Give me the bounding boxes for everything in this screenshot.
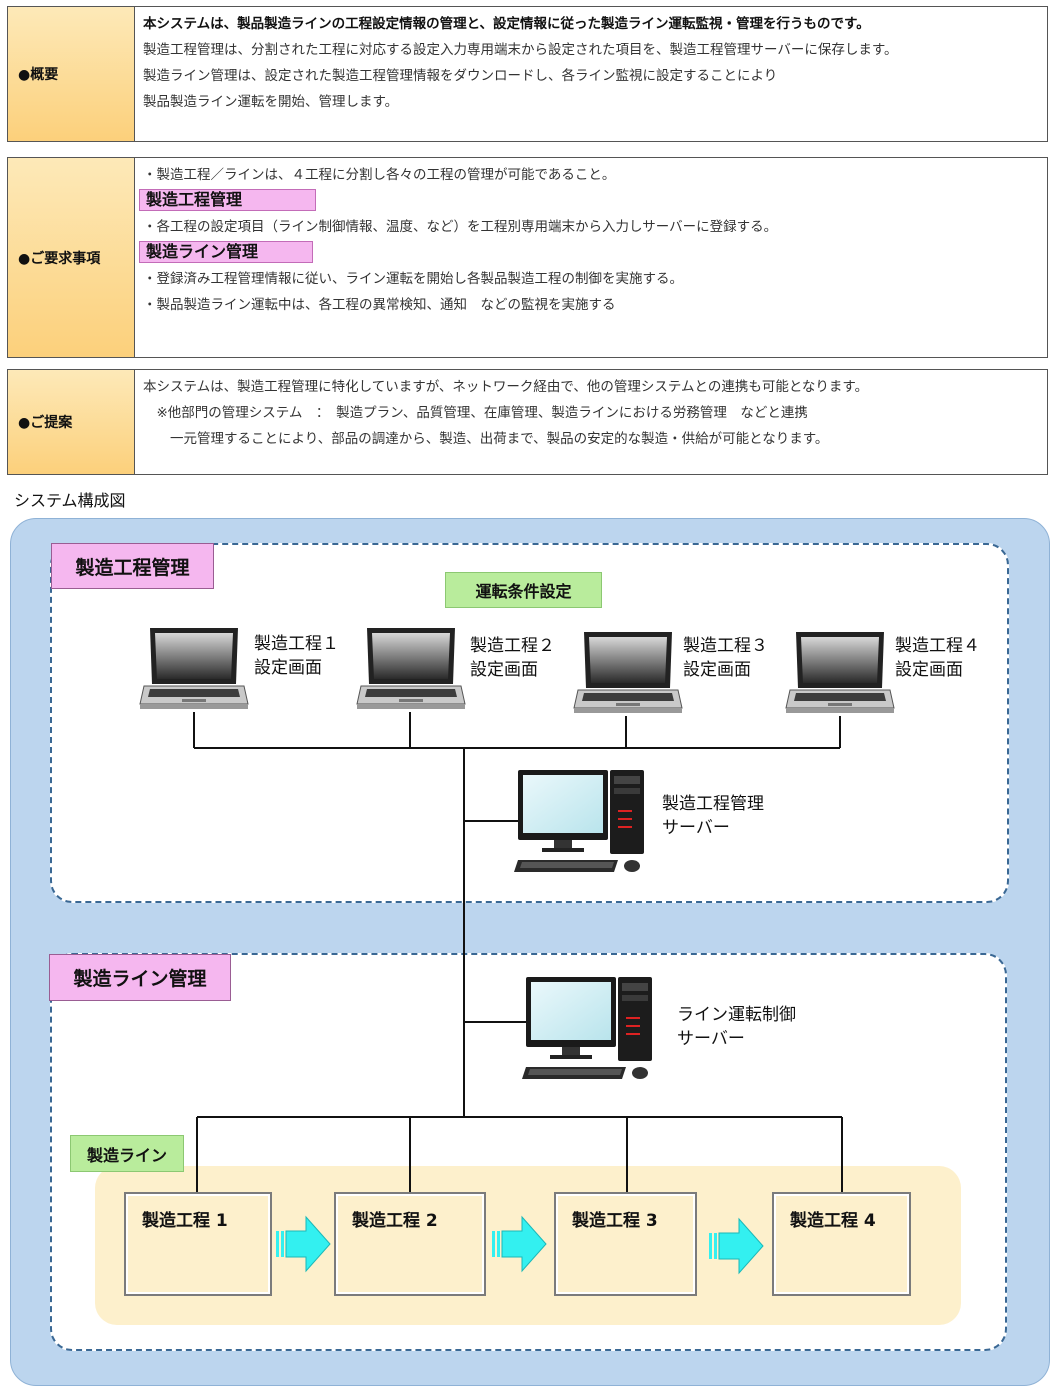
overview-line: 製造ライン管理は、設定された製造工程管理情報をダウンロードし、各ライン監視に設定…: [143, 68, 778, 84]
process-box: 製造工程 1: [124, 1192, 272, 1296]
line-server-caption-line2: サーバー: [677, 1029, 745, 1049]
requirements-body: ・製造工程／ラインは、４工程に分割し各々の工程の管理が可能であること。 製造工程…: [135, 158, 1047, 357]
requirements-line: ・製品製造ライン運転中は、各工程の異常検知、通知 などの監視を実施する: [143, 297, 616, 313]
requirements-tag-row: 製造ライン管理: [139, 240, 1039, 266]
line-server-caption: ライン運転制御 サーバー: [677, 1003, 796, 1051]
overview-table: ●概要 本システムは、製品製造ラインの工程設定情報の管理と、設定情報に従った製造…: [7, 6, 1048, 142]
overview-label: ●概要: [8, 7, 135, 141]
proposal-line: ※他部門の管理システム ： 製造プラン、品質管理、在庫管理、製造ラインにおける労…: [143, 405, 808, 421]
desktop-server-icon: [514, 770, 644, 872]
terminal-caption: 製造工程３ 設定画面: [683, 634, 768, 682]
process-server-caption-line1: 製造工程管理: [662, 794, 764, 814]
process-server-caption: 製造工程管理 サーバー: [662, 792, 764, 840]
production-line-label: 製造ライン: [70, 1135, 184, 1172]
process-box-label: 製造工程 2: [352, 1211, 438, 1231]
overview-line: 製品製造ライン運転を開始、管理します。: [143, 94, 399, 110]
laptop-icon: [356, 628, 466, 709]
desktop-server-icon: [522, 977, 652, 1079]
overview-body: 本システムは、製品製造ラインの工程設定情報の管理と、設定情報に従った製造ライン運…: [135, 7, 1047, 141]
terminal-caption: 製造工程１ 設定画面: [254, 632, 339, 680]
flow-arrow-icon: [709, 1217, 764, 1275]
requirements-line: ・製造工程／ラインは、４工程に分割し各々の工程の管理が可能であること。: [143, 167, 616, 183]
terminal-caption: 製造工程４ 設定画面: [895, 634, 980, 682]
proposal-label: ●ご提案: [8, 370, 135, 474]
process-mgmt-tag: 製造工程管理: [139, 189, 316, 211]
requirements-line: ・各工程の設定項目（ライン制御情報、温度、など）を工程別専用端末から入力しサーバ…: [143, 219, 778, 235]
terminal-caption-line2: 設定画面: [683, 660, 751, 680]
terminal-caption-line2: 設定画面: [895, 660, 963, 680]
terminal-caption-line1: 製造工程４: [895, 636, 980, 656]
process-server-caption-line2: サーバー: [662, 818, 730, 838]
process-box: 製造工程 4: [772, 1192, 911, 1296]
terminal-caption: 製造工程２ 設定画面: [470, 634, 555, 682]
terminal-caption-line2: 設定画面: [470, 660, 538, 680]
process-box-label: 製造工程 3: [572, 1211, 658, 1231]
process-box: 製造工程 3: [554, 1192, 697, 1296]
flow-arrow-icon: [492, 1215, 547, 1273]
section-title: システム構成図: [14, 491, 126, 510]
requirements-label: ●ご要求事項: [8, 158, 135, 357]
overview-line: 本システムは、製品製造ラインの工程設定情報の管理と、設定情報に従った製造ライン運…: [143, 16, 870, 32]
proposal-body: 本システムは、製造工程管理に特化していますが、ネットワーク経由で、他の管理システ…: [135, 370, 1047, 474]
requirements-table: ●ご要求事項 ・製造工程／ラインは、４工程に分割し各々の工程の管理が可能であるこ…: [7, 157, 1048, 358]
process-box-label: 製造工程 4: [790, 1211, 876, 1231]
proposal-table: ●ご提案 本システムは、製造工程管理に特化していますが、ネットワーク経由で、他の…: [7, 369, 1048, 475]
flow-arrow-icon: [276, 1215, 331, 1273]
laptop-icon: [573, 632, 683, 713]
requirements-line: ・登録済み工程管理情報に従い、ライン運転を開始し各製品製造工程の制御を実施する。: [143, 271, 683, 287]
requirements-tag-row: 製造工程管理: [139, 188, 1039, 214]
terminal-caption-line1: 製造工程３: [683, 636, 768, 656]
laptop-icon: [139, 628, 249, 709]
process-box-label: 製造工程 1: [142, 1211, 228, 1231]
run-condition-label: 運転条件設定: [445, 572, 602, 608]
process-mgmt-label: 製造工程管理: [51, 543, 214, 589]
terminal-caption-line1: 製造工程２: [470, 636, 555, 656]
process-box: 製造工程 2: [334, 1192, 486, 1296]
terminal-caption-line2: 設定画面: [254, 658, 322, 678]
line-mgmt-label: 製造ライン管理: [49, 954, 231, 1001]
proposal-line: 一元管理することにより、部品の調達から、製造、出荷まで、製品の安定的な製造・供給…: [143, 431, 829, 447]
line-server-caption-line1: ライン運転制御: [677, 1005, 796, 1025]
overview-line: 製造工程管理は、分割された工程に対応する設定入力専用端末から設定された項目を、製…: [143, 42, 898, 58]
line-mgmt-tag: 製造ライン管理: [139, 241, 313, 263]
laptop-icon: [785, 632, 895, 713]
proposal-line: 本システムは、製造工程管理に特化していますが、ネットワーク経由で、他の管理システ…: [143, 379, 869, 395]
terminal-caption-line1: 製造工程１: [254, 634, 339, 654]
